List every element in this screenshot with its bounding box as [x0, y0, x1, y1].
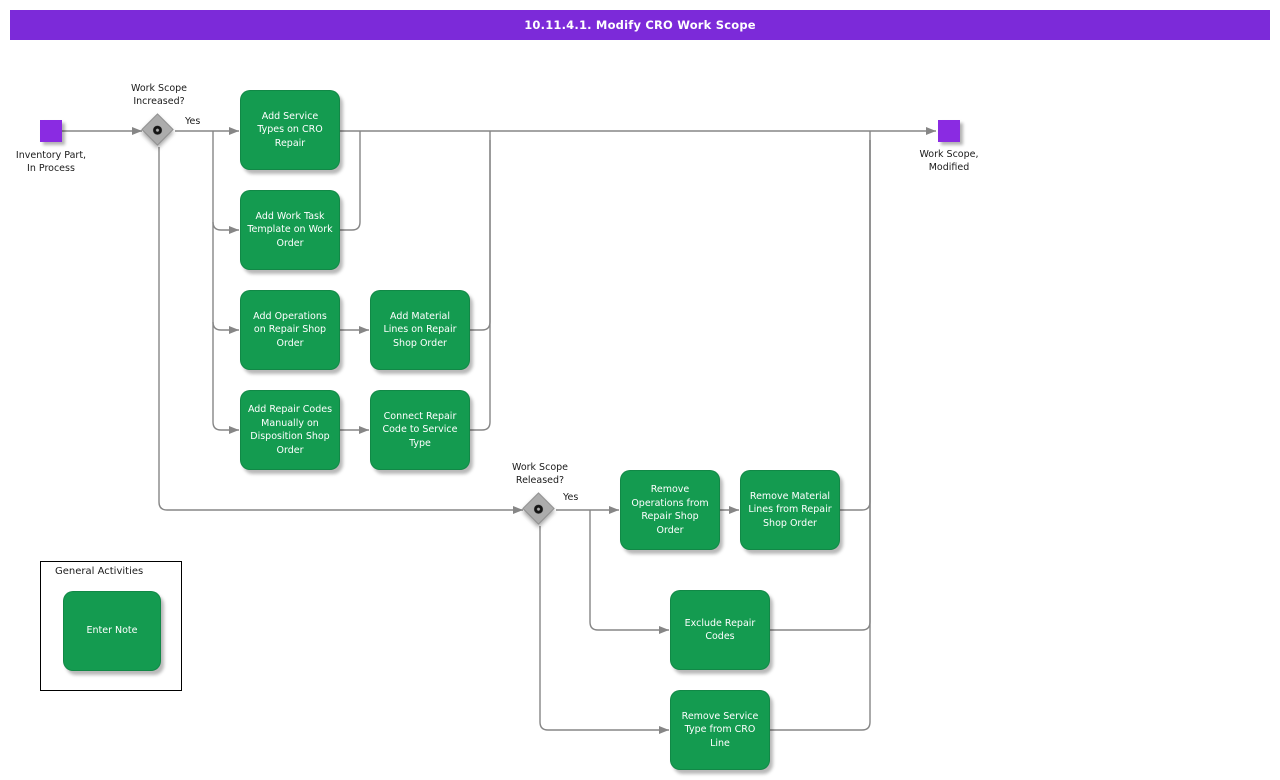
decision2-label: Work Scope Released? — [511, 462, 569, 486]
general-activities-panel: General Activities Enter Note — [40, 561, 182, 691]
task-remove-operations[interactable]: Remove Operations from Repair Shop Order — [620, 470, 720, 550]
task-add-work-task-template[interactable]: Add Work Task Template on Work Order — [240, 190, 340, 270]
decision-circle-icon — [532, 502, 545, 515]
connector-trunk-to-task4 — [212, 131, 239, 434]
connector-branch-to-task2 — [212, 221, 239, 234]
connector-task2-merge — [340, 131, 361, 231]
title-bar: 10.11.4.1. Modify CRO Work Scope — [10, 10, 1270, 40]
task-exclude-repair-codes[interactable]: Exclude Repair Codes — [670, 590, 770, 670]
connector-task9-merge — [770, 140, 871, 631]
connector-decision2-to-task10 — [539, 526, 669, 734]
end-event-node[interactable] — [938, 120, 960, 142]
connector-decision1-to-decision2 — [158, 147, 523, 514]
task-add-service-types[interactable]: Add Service Types on CRO Repair — [240, 90, 340, 170]
connector-task6-merge — [470, 140, 491, 431]
decision1-label: Work Scope Increased? — [130, 83, 188, 107]
page-title: 10.11.4.1. Modify CRO Work Scope — [524, 18, 756, 32]
general-activities-title: General Activities — [55, 566, 144, 577]
start-event-label: Inventory Part, In Process — [15, 150, 87, 174]
task-add-material-lines[interactable]: Add Material Lines on Repair Shop Order — [370, 290, 470, 370]
task-add-repair-codes[interactable]: Add Repair Codes Manually on Disposition… — [240, 390, 340, 470]
connector-task10-merge — [770, 140, 871, 731]
task-connect-repair-code[interactable]: Connect Repair Code to Service Type — [370, 390, 470, 470]
task-remove-service-type[interactable]: Remove Service Type from CRO Line — [670, 690, 770, 770]
decision-circle-icon — [151, 123, 164, 136]
connector-task8-merge — [840, 131, 871, 511]
decision2-yes-label: Yes — [563, 492, 579, 503]
decision1-yes-label: Yes — [185, 116, 201, 127]
connector-branch-to-task9 — [589, 510, 669, 634]
task-enter-note[interactable]: Enter Note — [63, 591, 161, 671]
connector-branch-to-task3 — [212, 321, 239, 334]
task-add-operations[interactable]: Add Operations on Repair Shop Order — [240, 290, 340, 370]
task-remove-material-lines[interactable]: Remove Material Lines from Repair Shop O… — [740, 470, 840, 550]
end-event-label: Work Scope, Modified — [919, 149, 979, 173]
start-event-node[interactable] — [40, 120, 62, 142]
connector-task5-merge — [470, 131, 491, 331]
